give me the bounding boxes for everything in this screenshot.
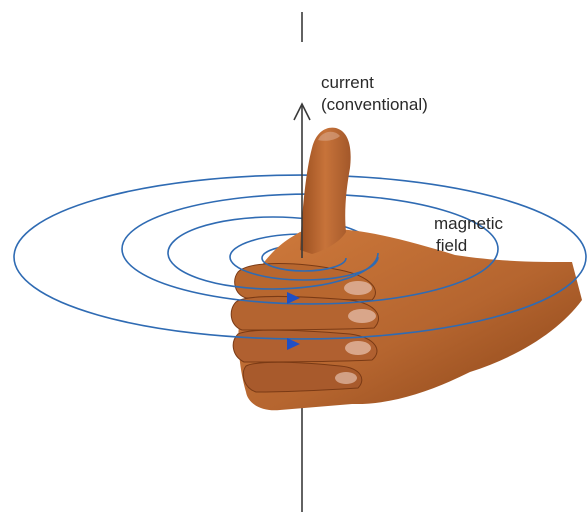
nail-index [344, 281, 372, 295]
nail-little [335, 372, 357, 384]
thumb [300, 128, 351, 254]
current-label-conventional: (conventional) [321, 95, 428, 114]
nail-ring [345, 341, 371, 355]
current-label: current [321, 73, 374, 92]
magnetic-field-label-line2: field [436, 236, 467, 255]
nail-middle [348, 309, 376, 323]
magnetic-field-label: magnetic [434, 214, 503, 233]
